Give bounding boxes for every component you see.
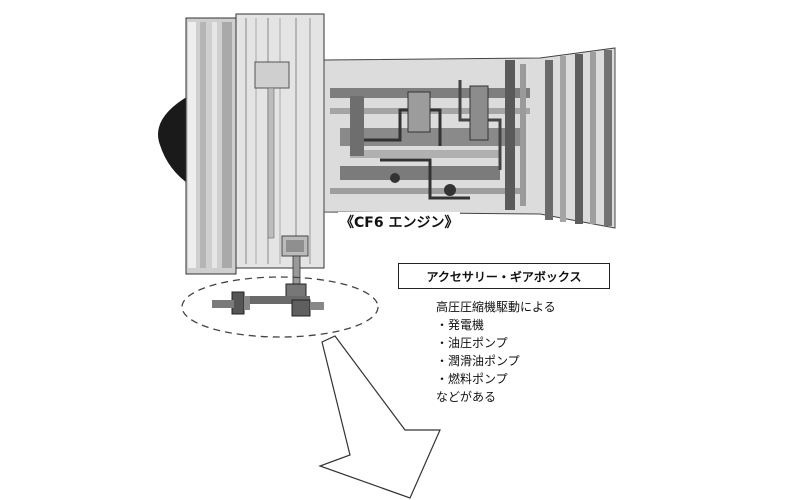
description-item: ・油圧ポンプ — [436, 336, 508, 350]
drive-shaft — [292, 255, 301, 287]
gearbox-title-box: アクセサリー・ギアボックス — [398, 263, 610, 289]
description-item: ・発電機 — [436, 318, 485, 332]
gearbox-description: 高圧圧縮機駆動による ・発電機 ・油圧ポンプ ・潤滑油ポンプ ・燃料ポンプ など… — [436, 298, 556, 406]
fan-case — [185, 17, 237, 275]
highlight-ellipse — [181, 276, 379, 338]
accessory-gearbox — [212, 283, 324, 317]
description-item: ・燃料ポンプ — [436, 372, 508, 386]
callout-arrow — [318, 335, 441, 499]
fan-cowl — [235, 13, 325, 269]
gearbox-title: アクセサリー・ギアボックス — [426, 269, 582, 284]
description-intro: 高圧圧縮機駆動による — [436, 300, 556, 314]
engine-label: 《CF6 エンジン》 — [338, 212, 461, 232]
spinner-cone — [158, 95, 190, 185]
description-outro: などがある — [436, 390, 497, 404]
core-engine — [323, 47, 616, 229]
description-item: ・潤滑油ポンプ — [436, 354, 520, 368]
